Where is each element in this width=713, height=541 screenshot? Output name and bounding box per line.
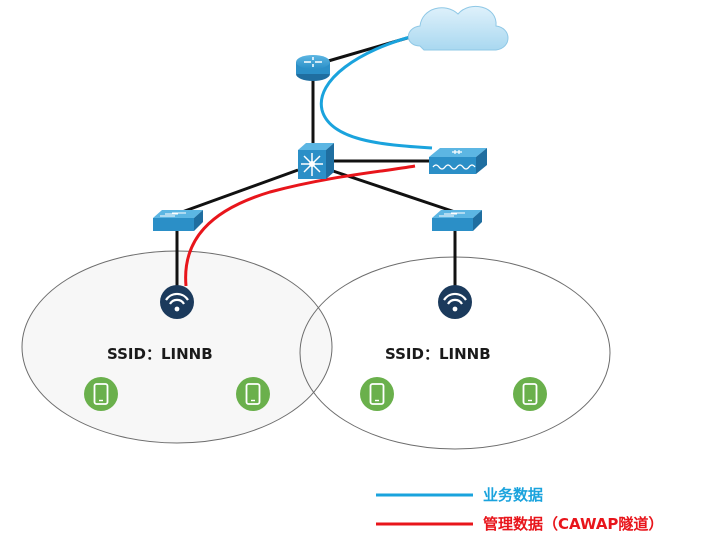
legend-label-service: 业务数据	[483, 486, 543, 504]
phone-icon	[513, 377, 547, 411]
link-core-to-right-switch	[329, 168, 456, 214]
phone-icon	[236, 377, 270, 411]
switch-icon	[153, 210, 203, 231]
wifi-ap-icon	[160, 285, 194, 319]
legend-label-management: 管理数据（CAWAP隧道）	[483, 515, 663, 533]
ssid-label-left: SSID：LINNB	[107, 345, 213, 363]
cloud-icon	[407, 5, 509, 51]
link-core-to-left-switch	[181, 168, 299, 214]
switch-icon	[432, 210, 482, 231]
wifi-ap-icon	[438, 285, 472, 319]
firewall-icon	[429, 148, 487, 174]
ssid-label-right: SSID：LINNB	[385, 345, 491, 363]
management-tunnel-path	[184, 164, 416, 287]
router-icon	[296, 55, 330, 81]
service-data-path	[319, 34, 433, 150]
phone-icon	[360, 377, 394, 411]
phone-icon	[84, 377, 118, 411]
legend: 业务数据 管理数据（CAWAP隧道）	[376, 486, 663, 533]
layer3-switch-icon	[298, 143, 334, 179]
